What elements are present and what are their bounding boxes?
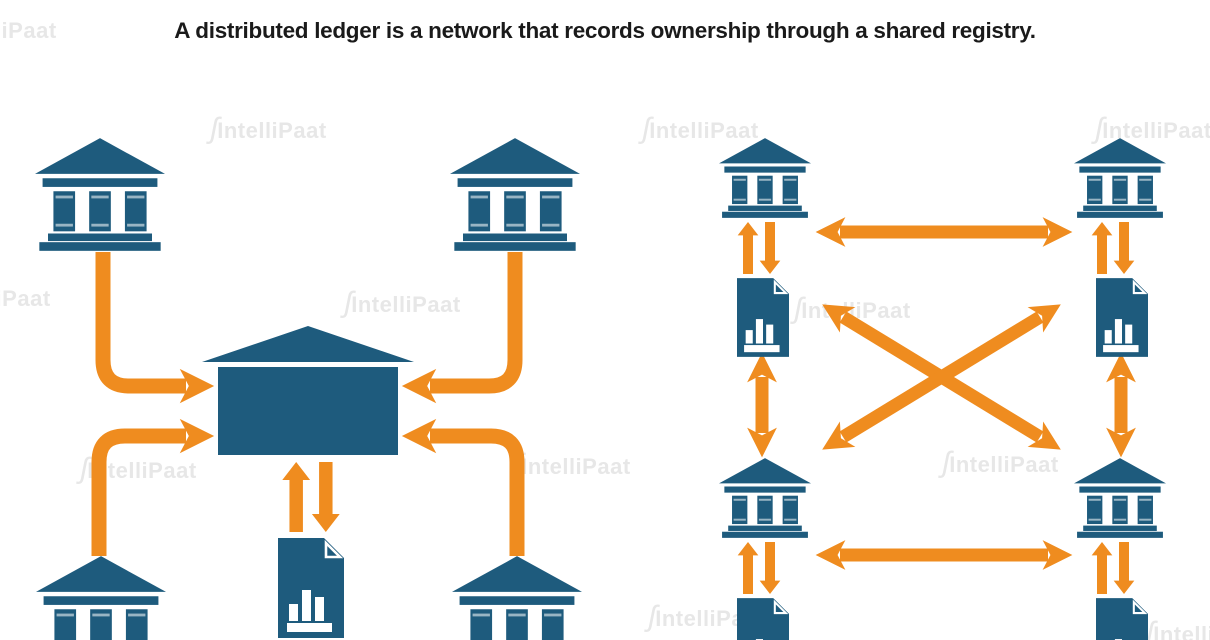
page-title: A distributed ledger is a network that r… bbox=[174, 18, 1036, 43]
bank-icon bbox=[1074, 138, 1166, 218]
bank-icon-top-left bbox=[35, 138, 165, 251]
intellipaat-watermark: ʃIntelliPaat bbox=[0, 18, 57, 43]
flow-arrow-bottom-right-to-center bbox=[401, 418, 525, 556]
exchange-arrows-icon bbox=[1091, 542, 1135, 594]
ledger-document-icon bbox=[737, 278, 789, 357]
intellipaat-watermark: ʃIntelliPaat bbox=[942, 446, 1059, 479]
intellipaat-watermark: ʃIntelliPaat bbox=[344, 286, 461, 319]
peer-arrow-diagonal-tr-bl bbox=[822, 304, 1061, 450]
flow-arrow-top-right-to-center bbox=[401, 252, 523, 404]
central-registry-building bbox=[202, 326, 414, 455]
bank-icon-bottom-left bbox=[36, 556, 166, 640]
ledger-document-icon bbox=[1096, 278, 1148, 357]
ledger-document-icon-center bbox=[278, 538, 344, 638]
ledger-document-icon bbox=[1096, 598, 1148, 640]
centralized-ledger-diagram bbox=[35, 138, 582, 640]
node-bottom-left bbox=[719, 458, 811, 640]
bank-icon bbox=[719, 458, 811, 538]
bank-icon bbox=[1074, 458, 1166, 538]
exchange-arrows-icon-center bbox=[282, 462, 340, 532]
bank-icon bbox=[719, 138, 811, 218]
node-top-left bbox=[719, 138, 811, 357]
exchange-arrows-icon bbox=[1091, 222, 1135, 274]
intellipaat-watermark: ʃIntelliPaat bbox=[0, 286, 51, 311]
flow-arrow-bottom-left-to-center bbox=[91, 418, 215, 556]
intellipaat-watermark: ʃIntelliPaat bbox=[1146, 616, 1210, 640]
intellipaat-watermark: ʃIntelliPaat bbox=[642, 112, 759, 145]
intellipaat-watermark: ʃIntelliPaat bbox=[210, 112, 327, 145]
exchange-arrows-icon bbox=[737, 542, 781, 594]
node-top-right bbox=[1074, 138, 1166, 357]
flow-arrow-top-left-to-center bbox=[95, 252, 215, 404]
node-bottom-right bbox=[1074, 458, 1166, 640]
bank-icon-bottom-right bbox=[452, 556, 582, 640]
distributed-ledger-diagram bbox=[719, 138, 1166, 640]
exchange-arrows-icon bbox=[737, 222, 781, 274]
ledger-document-icon bbox=[737, 598, 789, 640]
bank-icon-top-right bbox=[450, 138, 580, 251]
